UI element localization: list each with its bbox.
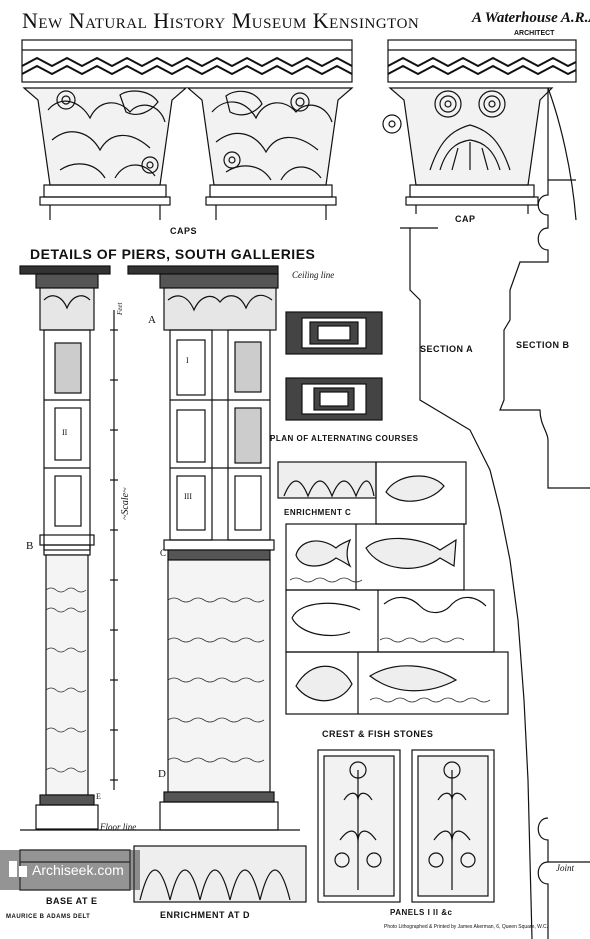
details-heading: DETAILS OF PIERS, SOUTH GALLERIES: [30, 246, 316, 262]
section-b-label: SECTION B: [516, 340, 570, 350]
feet-label: Feet: [116, 302, 124, 315]
section-a-profile: [400, 227, 533, 939]
ceiling-line-label: Ceiling line: [292, 270, 335, 280]
marker-d: D: [158, 768, 166, 780]
pier-left: [19, 265, 111, 830]
cornice-band-right: [387, 39, 577, 83]
base-at-e-label: BASE AT E: [46, 896, 98, 906]
panels-label: PANELS I II &c: [390, 908, 453, 917]
architect-caption: ARCHITECT: [514, 30, 555, 37]
marker-e: E: [96, 792, 101, 801]
enrichment-c-label: ENRICHMENT C: [284, 508, 352, 517]
fish-stones: [285, 461, 509, 715]
archiseek-watermark[interactable]: Archiseek.com: [0, 850, 140, 890]
caps-label: CAPS: [170, 226, 198, 236]
delineator-credit: MAURICE B ADAMS DELT: [6, 914, 91, 920]
scale-bar: [110, 310, 118, 790]
marker-b: B: [26, 540, 34, 552]
cap-label: CAP: [455, 214, 476, 224]
marker-c: C: [160, 548, 167, 558]
enrichment-at-d-label: ENRICHMENT AT D: [160, 910, 250, 920]
marker-i: I: [186, 356, 189, 365]
marker-iii: III: [184, 492, 192, 501]
wall-edge: [547, 87, 577, 221]
floor-line-label: Floor line: [100, 822, 137, 832]
cap-with-cats-left: [22, 87, 188, 220]
cap-with-shells: [382, 87, 554, 214]
plan-label: PLAN OF ALTERNATING COURSES: [270, 434, 419, 443]
joint-label: Joint: [556, 863, 574, 873]
section-b-profile: [499, 179, 590, 939]
panels: [317, 749, 495, 903]
drawing-title: New Natural History Museum Kensington: [22, 8, 420, 33]
architect-signature: A Waterhouse A.R.A.: [472, 10, 590, 26]
plan-alternating-courses: [285, 311, 383, 421]
marker-ii: II: [62, 428, 68, 437]
section-a-label: SECTION A: [420, 344, 474, 354]
wave-pattern: [45, 577, 491, 773]
scale-label: ~Scale~: [120, 487, 131, 520]
watermark-text: Archiseek.com: [32, 862, 124, 878]
archiseek-logo-icon: [9, 861, 27, 877]
marker-a: A: [148, 314, 156, 326]
enrichment-at-d: [133, 845, 307, 903]
cornice-band-left: [21, 39, 353, 83]
enrichment-c: [277, 461, 377, 499]
crest-fish-label: CREST & FISH STONES: [322, 729, 434, 739]
cap-with-cats-right: [186, 87, 354, 220]
printer-credit: Photo Lithographed & Printed by James Ak…: [384, 924, 548, 930]
pier-double: [127, 265, 279, 831]
